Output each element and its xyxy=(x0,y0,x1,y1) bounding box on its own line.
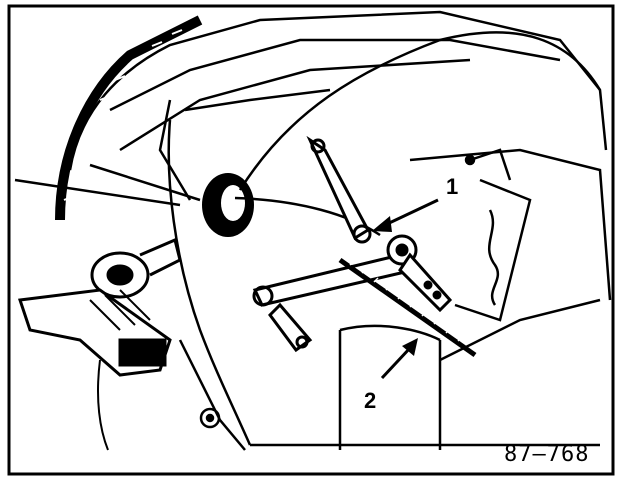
lower-housing xyxy=(250,298,601,450)
flap-linkage xyxy=(252,135,453,353)
ribbed-hose xyxy=(55,15,203,221)
adjusting-rod xyxy=(338,257,477,358)
callout-label-2: 2 xyxy=(364,388,377,413)
vacuum-actuator xyxy=(17,237,182,377)
right-bracket xyxy=(409,148,612,322)
figure-border xyxy=(7,4,615,476)
side-panel xyxy=(167,88,331,451)
figure-number: 87—768 xyxy=(504,442,590,467)
callout-label-1: 1 xyxy=(446,174,459,199)
callout-arrow-2 xyxy=(380,346,412,380)
bowden-cables xyxy=(14,31,602,451)
callout-arrows xyxy=(372,198,439,380)
callout-arrow-1 xyxy=(384,198,439,227)
